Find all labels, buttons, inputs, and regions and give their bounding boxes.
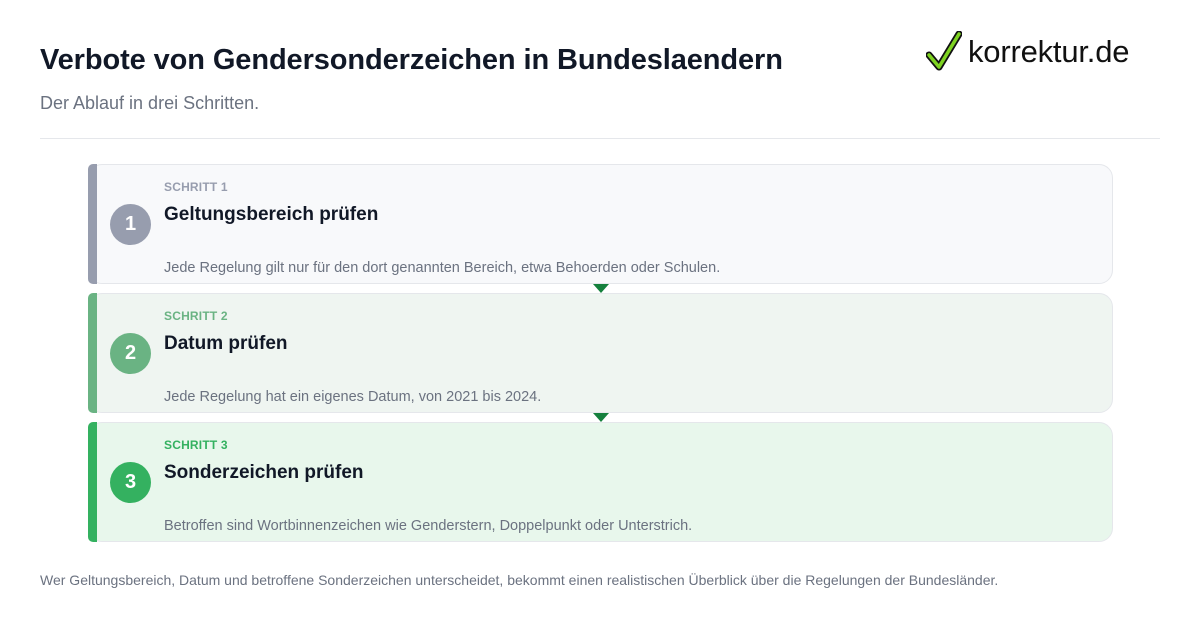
step-2-label: SCHRITT 2 <box>164 309 228 323</box>
step-3-description: Betroffen sind Wortbinnenzeichen wie Gen… <box>164 518 693 534</box>
step-3-label: SCHRITT 3 <box>164 438 228 452</box>
step-1-description: Jede Regelung gilt nur für den dort gena… <box>164 260 721 276</box>
step-3-number-badge: 3 <box>110 462 151 503</box>
checkmark-icon <box>926 31 962 71</box>
logo-text: korrektur.de <box>968 34 1130 69</box>
step-1-connector-arrow <box>593 284 609 293</box>
page-subtitle: Der Ablauf in drei Schritten. <box>40 93 260 113</box>
step-3-card: 3 SCHRITT 3 Sonderzeichen prüfen Betroff… <box>88 422 1113 542</box>
step-2-accent-bar <box>88 293 97 413</box>
step-2-title: Datum prüfen <box>164 333 288 354</box>
brand-logo[interactable]: korrektur.de <box>926 30 1129 74</box>
step-2-description: Jede Regelung hat ein eigenes Datum, von… <box>164 389 542 405</box>
header-divider <box>40 138 1160 139</box>
footer-note: Wer Geltungsbereich, Datum und betroffen… <box>40 572 999 588</box>
step-1-title: Geltungsbereich prüfen <box>164 204 379 225</box>
page-title: Verbote von Gendersonderzeichen in Bunde… <box>40 44 783 76</box>
step-1-label: SCHRITT 1 <box>164 180 228 194</box>
header: Verbote von Gendersonderzeichen in Bunde… <box>40 44 900 114</box>
step-1-card: 1 SCHRITT 1 Geltungsbereich prüfen Jede … <box>88 164 1113 293</box>
step-1-number-badge: 1 <box>110 204 151 245</box>
step-3-accent-bar <box>88 422 97 542</box>
step-3-title: Sonderzeichen prüfen <box>164 462 364 483</box>
process-steps: 1 SCHRITT 1 Geltungsbereich prüfen Jede … <box>88 164 1113 542</box>
step-2-connector-arrow <box>593 413 609 422</box>
step-2-number-badge: 2 <box>110 333 151 374</box>
step-2-card: 2 SCHRITT 2 Datum prüfen Jede Regelung h… <box>88 293 1113 422</box>
step-1-accent-bar <box>88 164 97 284</box>
